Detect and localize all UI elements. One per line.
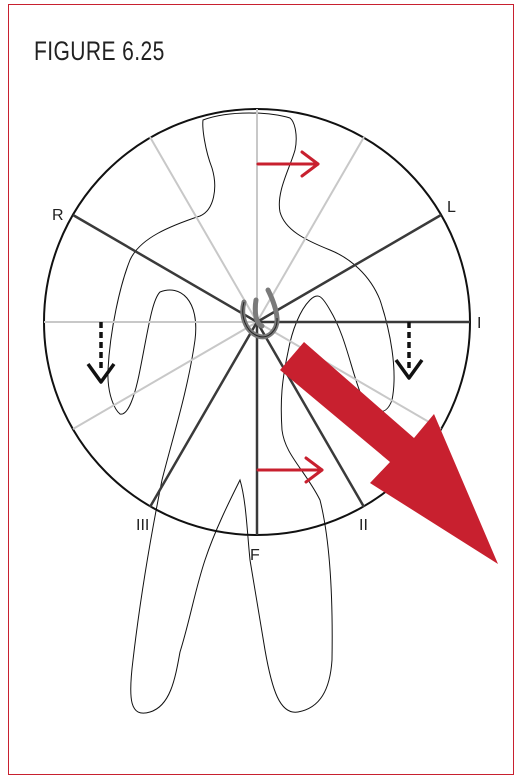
lead-label-iii: III <box>136 517 149 534</box>
down-dashed-arrow-icon <box>396 322 422 378</box>
right-arrow-icon <box>258 458 322 482</box>
lead-label-l: L <box>447 199 456 216</box>
lead-label-ii: II <box>359 517 368 534</box>
lead-label-r: R <box>52 207 64 224</box>
lead-label-f: F <box>250 547 260 564</box>
mean-axis-arrow-icon <box>280 342 498 564</box>
right-arrow-icon <box>258 152 318 176</box>
down-dashed-arrow-icon <box>88 322 114 382</box>
lead-label-i: I <box>477 315 481 332</box>
